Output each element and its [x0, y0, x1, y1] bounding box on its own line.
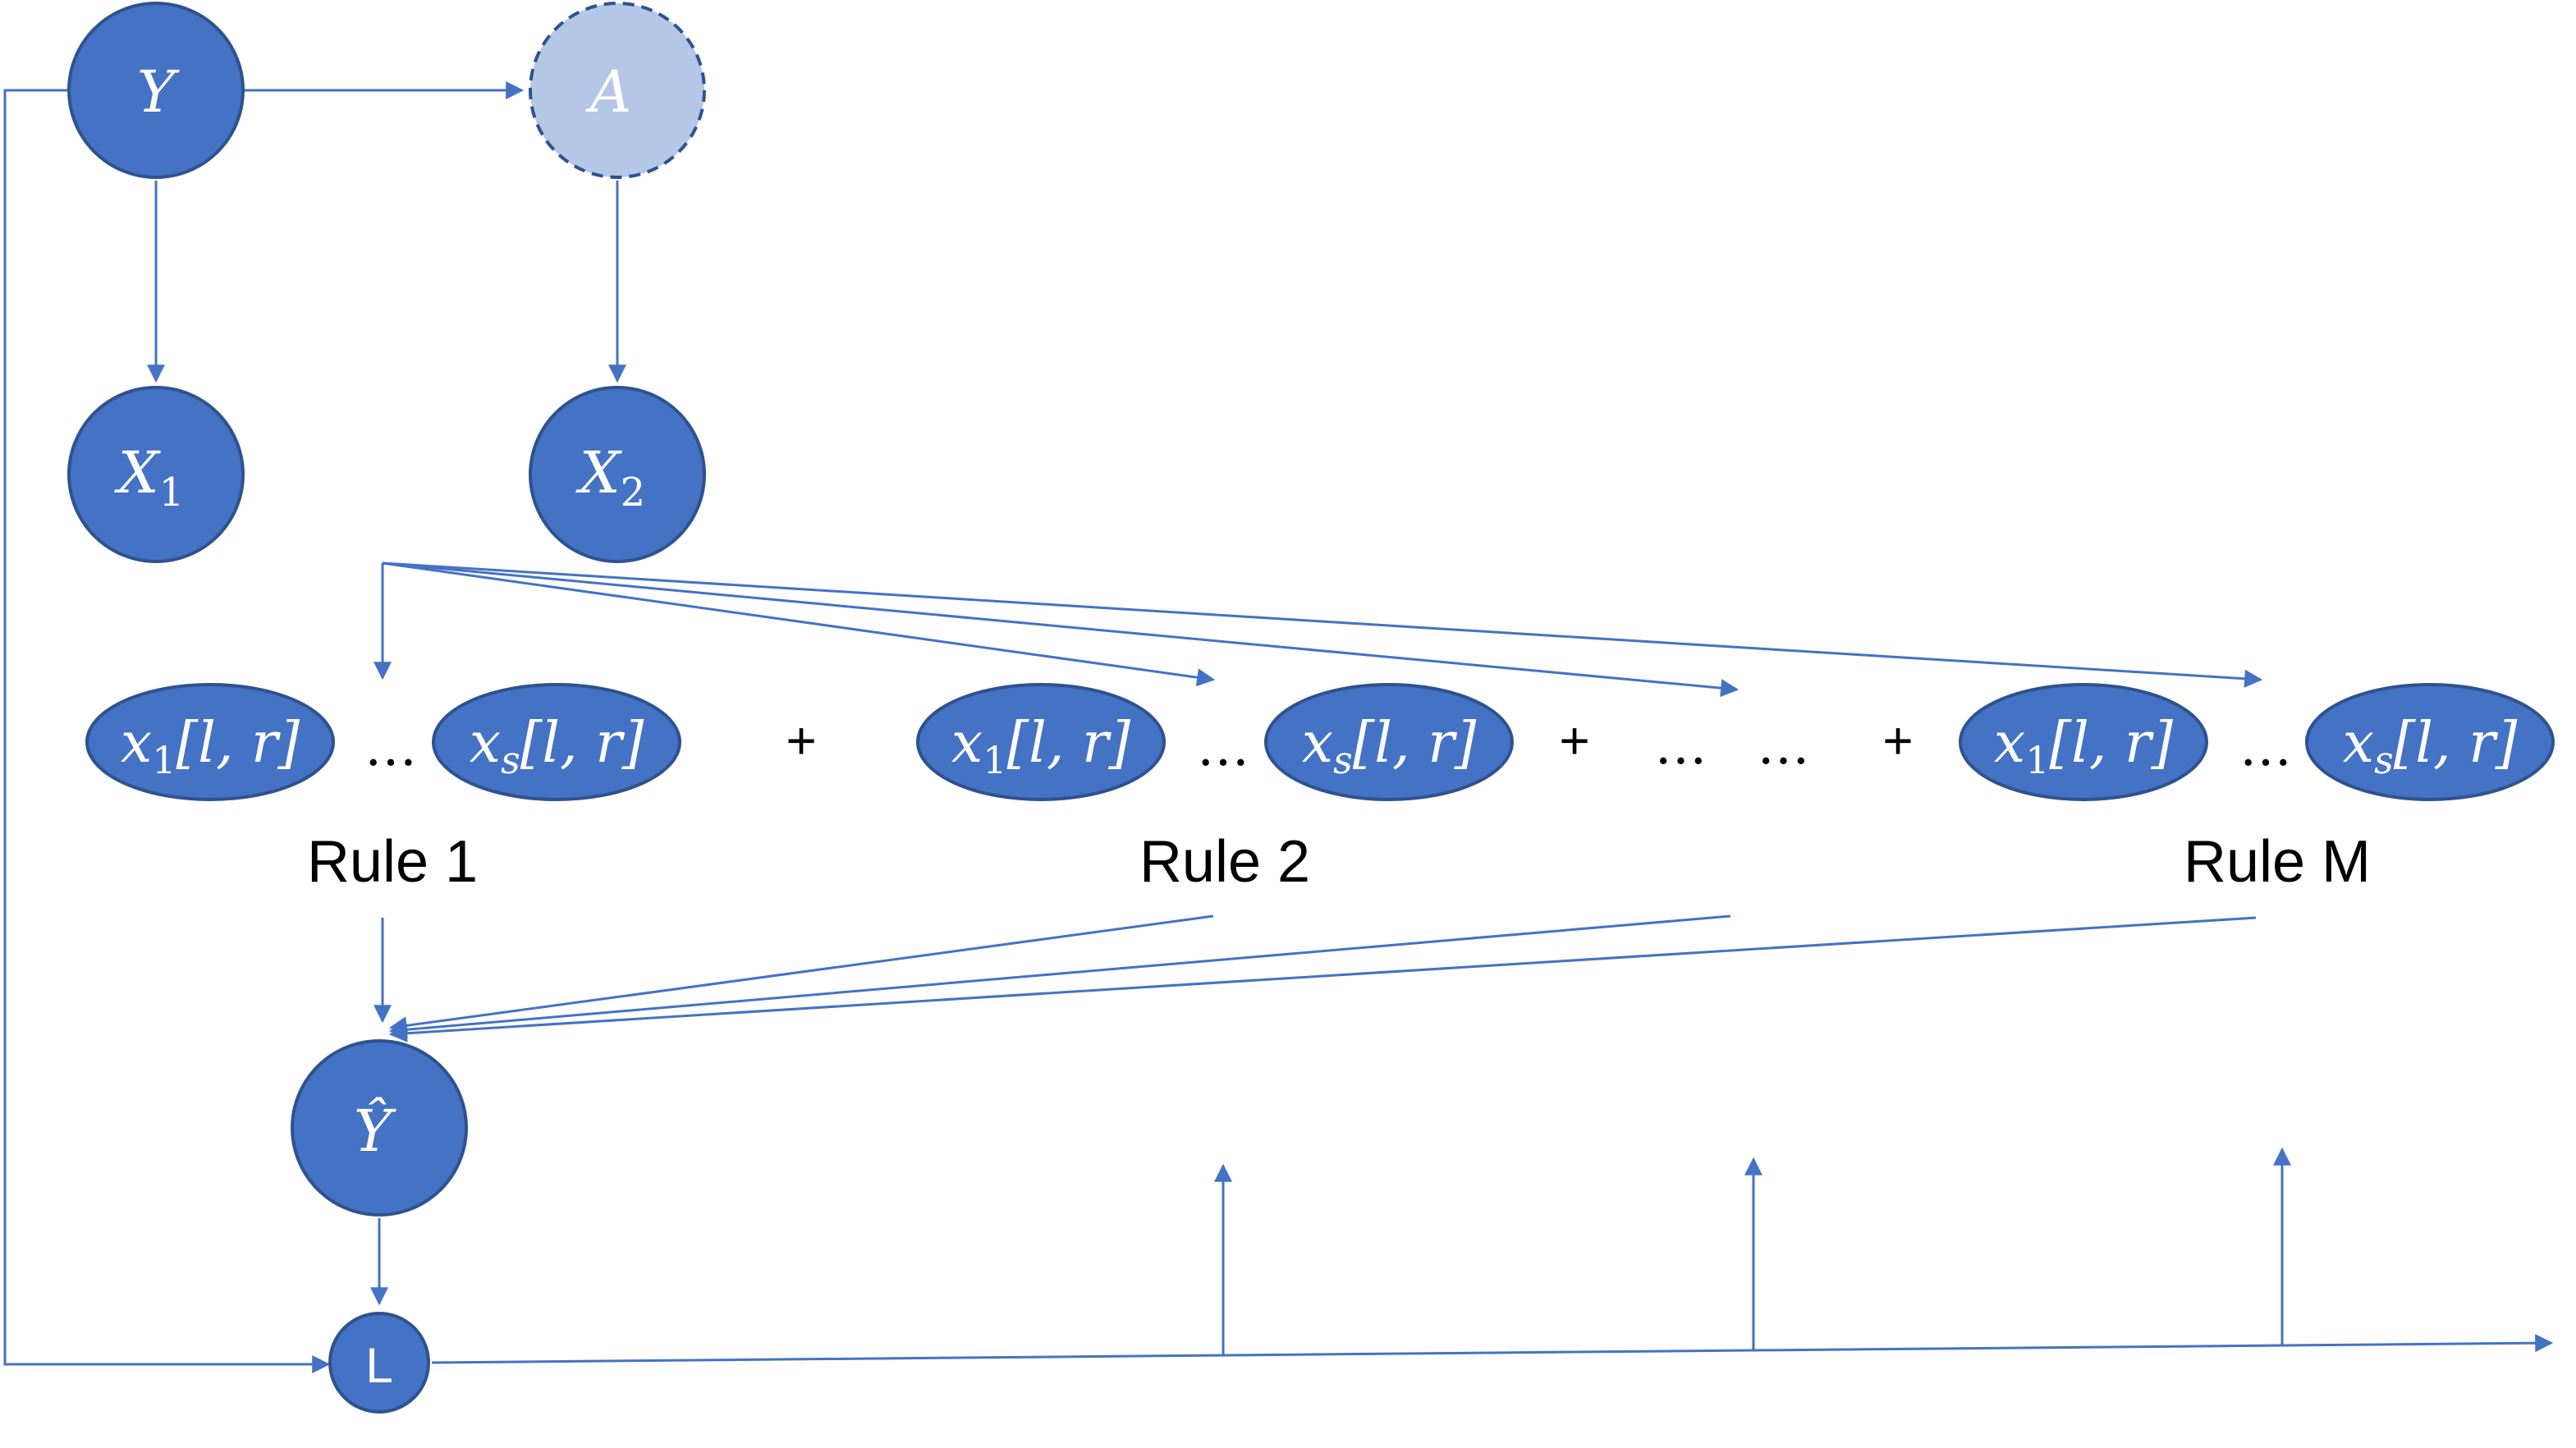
rule-2-first-var: x	[951, 711, 983, 776]
rule-m-first-var: x	[1994, 711, 2025, 776]
rule-m-last-var: x	[2343, 711, 2374, 776]
node-x2: X2	[529, 386, 706, 563]
rule-1: x1[l, r] … xs[l, r] Rule 1	[85, 683, 681, 895]
rule-2-label: Rule 2	[1139, 829, 1310, 895]
node-loss: L	[328, 1312, 430, 1414]
rule-m-last-sub: s	[2374, 738, 2394, 782]
edge-y-to-loss	[3, 89, 331, 1373]
node-a-label: A	[585, 58, 632, 126]
rule-m: x1[l, r] … xs[l, r] Rule M	[1959, 683, 2555, 895]
rule-m-last-interval: [l, r]	[2394, 711, 2518, 776]
rule-1-first-sub: 1	[152, 738, 176, 782]
edge-middle-to-yhat	[388, 914, 1731, 1039]
node-x2-sub: 2	[621, 470, 646, 516]
rule-1-last-interval: [l, r]	[520, 711, 644, 776]
rule-1-first-condition	[85, 683, 335, 801]
node-a: A	[529, 2, 706, 179]
svg-text:X1: X1	[114, 439, 184, 516]
svg-text:X2: X2	[575, 439, 645, 516]
edge-x2-to-rulem	[382, 561, 2263, 688]
svg-text:x1[l, r]: x1[l, r]	[1994, 711, 2174, 782]
node-x2-base: X	[575, 439, 623, 506]
edge-rule2-to-yhat	[388, 914, 1214, 1035]
rule-2-ellipsis: …	[1197, 717, 1249, 778]
rule-m-last-condition	[2305, 683, 2555, 801]
rule-m-first-condition	[1959, 683, 2208, 801]
svg-text:xs[l, r]: xs[l, r]	[2343, 711, 2518, 782]
middle-ellipsis: … …	[1654, 716, 1809, 777]
node-loss-label: L	[365, 1338, 392, 1393]
node-yhat-label: Ŷ	[354, 1097, 396, 1165]
rule-1-ellipsis: …	[364, 717, 417, 778]
rule-2-first-sub: 1	[983, 738, 1006, 782]
rule-1-last-sub: s	[501, 738, 520, 782]
rule-1-label: Rule 1	[307, 829, 478, 895]
rule-1-first-interval: [l, r]	[176, 711, 300, 776]
rule-m-ellipsis: …	[2239, 717, 2292, 778]
svg-text:x1[l, r]: x1[l, r]	[951, 711, 1131, 782]
edge-x2-to-rule2	[382, 561, 1216, 687]
edge-x2-to-middle	[382, 561, 1739, 698]
node-yhat: Ŷ	[291, 1039, 468, 1217]
rule-2: x1[l, r] … xs[l, r] Rule 2	[916, 683, 1514, 895]
edges	[3, 81, 2554, 1373]
node-x1: X1	[67, 386, 245, 563]
node-y-label: Y	[137, 58, 180, 126]
edge-loss-baseline	[431, 1334, 2554, 1364]
rule-2-last-condition	[1264, 683, 1514, 801]
node-x1-sub: 1	[159, 470, 185, 516]
node-y: Y	[67, 2, 245, 179]
rule-2-last-sub: s	[1333, 738, 1353, 782]
rule-1-last-condition	[432, 683, 681, 801]
rule-2-last-interval: [l, r]	[1353, 711, 1477, 776]
rule-2-first-condition	[916, 683, 1166, 801]
rule-m-first-interval: [l, r]	[2050, 711, 2174, 776]
edge-rulem-to-yhat	[388, 916, 2257, 1042]
rule-1-first-var: x	[121, 711, 152, 776]
plus-2: +	[1559, 711, 1589, 770]
rule-1-last-var: x	[470, 711, 501, 776]
node-x1-base: X	[114, 439, 162, 506]
rule-m-first-sub: 1	[2025, 738, 2049, 782]
plus-3: +	[1882, 711, 1913, 770]
svg-text:xs[l, r]: xs[l, r]	[1302, 711, 1477, 782]
svg-text:xs[l, r]: xs[l, r]	[470, 711, 644, 782]
plus-1: +	[786, 711, 816, 770]
rule-m-label: Rule M	[2184, 829, 2371, 895]
rule-2-first-interval: [l, r]	[1007, 711, 1131, 776]
rule-2-last-var: x	[1302, 711, 1333, 776]
svg-text:x1[l, r]: x1[l, r]	[121, 711, 300, 782]
